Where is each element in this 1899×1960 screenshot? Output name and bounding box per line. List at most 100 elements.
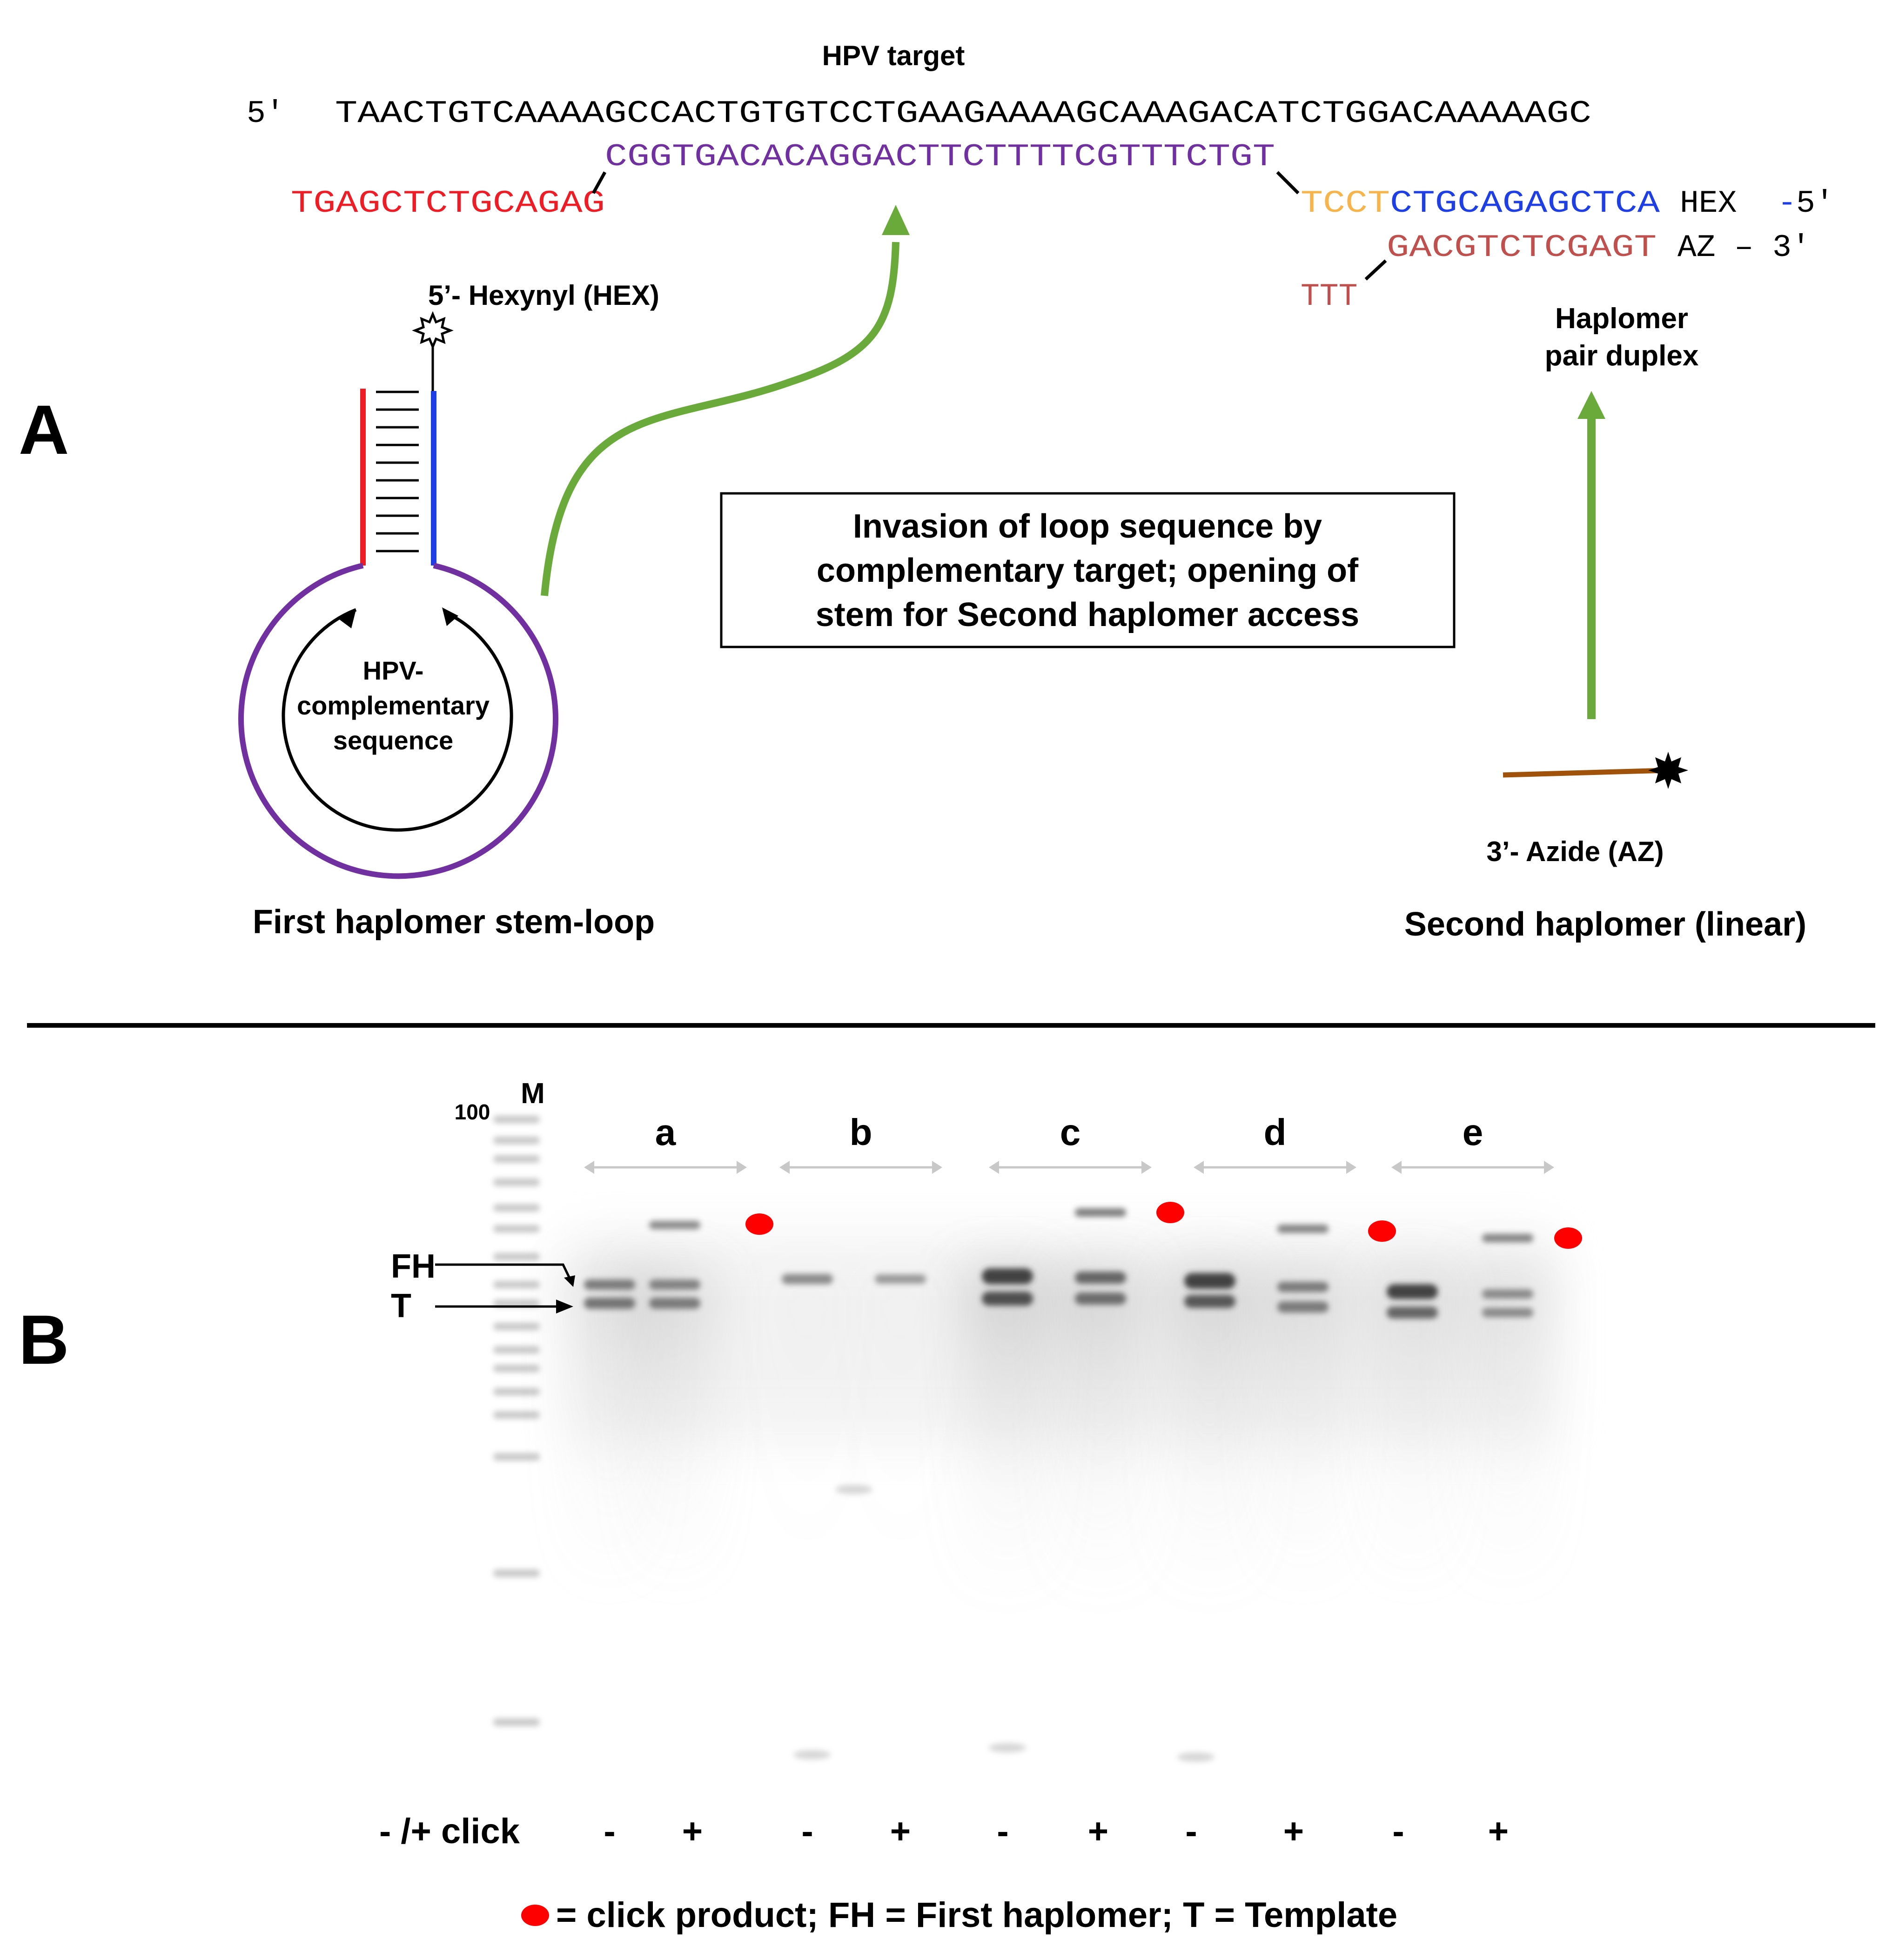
gel-band-5 [649, 1298, 700, 1309]
marker-band-17 [493, 1718, 540, 1726]
lane-group-label-d: d [1264, 1111, 1287, 1153]
hex-five-prime: 5′ [1796, 186, 1834, 222]
second-haplomer-sequence: GACGTCTCGAGT [1387, 230, 1657, 266]
gel-band-17 [1277, 1301, 1329, 1313]
gel-band-16 [1277, 1282, 1329, 1292]
click-row-label: - /+ click [379, 1812, 520, 1851]
fh-band-label: FH [391, 1248, 436, 1285]
loop-circle [238, 563, 558, 879]
gel-band-15 [1277, 1225, 1329, 1233]
legend-click-product-marker [521, 1905, 549, 1926]
loop-arrowhead-left-icon [339, 610, 356, 628]
lane-smear-6 [1056, 1266, 1145, 1601]
hpv-target-title: HPV target [822, 40, 965, 71]
gel-band-11 [1075, 1272, 1126, 1284]
lane-group-arrowhead-right-icon [932, 1161, 942, 1174]
loop-inner-arrow [282, 608, 513, 832]
duplex-arrowhead-icon [1577, 391, 1605, 419]
gel-band-21 [1482, 1289, 1533, 1299]
stem-base-pairs [376, 391, 419, 552]
azide-end-label: AZ – 3′ [1678, 230, 1811, 266]
t-band-label: T [391, 1287, 411, 1325]
gel-band-8 [982, 1268, 1033, 1284]
click-product-marker-2 [1156, 1202, 1184, 1223]
gel-band-13 [1184, 1273, 1235, 1289]
fh-pointer-arrowhead-icon [564, 1275, 575, 1287]
gel-band-20 [1482, 1234, 1533, 1242]
click-product-marker-4 [1554, 1227, 1582, 1249]
lane-group-label-a: a [655, 1111, 676, 1153]
gel-spot-1 [793, 1750, 831, 1759]
marker-band-15 [493, 1453, 540, 1461]
lane-group-arrowhead-left-icon [1194, 1161, 1204, 1174]
azide-label: 3’- Azide (AZ) [1486, 836, 1664, 867]
click-product-marker-1 [745, 1213, 773, 1235]
connector-right [1276, 171, 1300, 195]
lane-sign-2: + [682, 1812, 703, 1851]
marker-size-label: 100 [455, 1100, 490, 1124]
lane-sign-6: + [1088, 1812, 1108, 1851]
gel-band-22 [1482, 1308, 1533, 1317]
invasion-arrow [541, 242, 899, 596]
lane-smear-4 [856, 1266, 945, 1601]
lane-group-arrowhead-left-icon [584, 1161, 594, 1174]
marker-band-1 [493, 1116, 540, 1123]
lane-smear-10 [1463, 1266, 1552, 1601]
lane-sign-8: + [1283, 1812, 1304, 1851]
marker-band-4 [493, 1179, 540, 1186]
lane-group-arrowhead-right-icon [737, 1161, 747, 1174]
loop-complement-sequence: CGGTGACACAGGACTTCTTTTCGTTTCTGT [605, 139, 1275, 175]
panel-a-label: A [19, 391, 69, 469]
azide-icon [1648, 752, 1688, 789]
lane-group-arrowhead-left-icon [989, 1161, 999, 1174]
second-haplomer-caption: Second haplomer (linear) [1404, 906, 1806, 943]
legend-text: = click product; FH = First haplomer; T … [556, 1895, 1397, 1935]
marker-lane-label: M [521, 1078, 545, 1110]
marker-band-7 [493, 1253, 540, 1260]
lane-smear-2 [631, 1266, 719, 1601]
gel-band-6 [782, 1274, 833, 1284]
marker-band-10 [493, 1323, 540, 1330]
box-text-line2: complementary target; opening of [817, 552, 1359, 589]
gel-band-1 [584, 1280, 635, 1290]
loop-label-line1: HPV- [363, 656, 424, 685]
lane-sign-10: + [1488, 1812, 1509, 1851]
box-text-line1: Invasion of loop sequence by [853, 508, 1322, 545]
hex-label: HEX [1680, 186, 1737, 222]
marker-band-6 [493, 1225, 540, 1233]
box-text-line3: stem for Second haplomer access [816, 596, 1359, 633]
marker-band-3 [493, 1155, 540, 1163]
hexynyl-label: 5’- Hexynyl (HEX) [428, 280, 659, 311]
gel-image [493, 1116, 1582, 1762]
lane-group-arrowhead-right-icon [1141, 1161, 1152, 1174]
lane-group-arrowhead-left-icon [779, 1161, 790, 1174]
gel-spot-2 [989, 1743, 1026, 1752]
lane-sign-5: - [997, 1812, 1008, 1851]
lane-group-label-b: b [850, 1111, 872, 1153]
lane-signs: -+-+-+-+-+ [604, 1812, 1509, 1851]
lane-sign-4: + [890, 1812, 911, 1851]
loop-label-line2: complementary [297, 691, 490, 720]
gel-band-4 [649, 1280, 700, 1290]
lane-smear-3 [763, 1266, 852, 1601]
hexynyl-icon [412, 311, 454, 350]
gel-band-14 [1184, 1295, 1235, 1308]
lane-group-arrowhead-left-icon [1391, 1161, 1402, 1174]
hpv-target-sequence: TAACTGTCAAAAGCCACTGTGTCCTGAAGAAAAGCAAAGA… [335, 96, 1591, 132]
lane-group-label-c: c [1060, 1111, 1081, 1153]
lane-group-arrowhead-right-icon [1346, 1161, 1356, 1174]
marker-band-13 [493, 1388, 540, 1395]
gel-band-18 [1387, 1284, 1438, 1299]
blue-stem-sequence: CTGCAGAGCTCA [1390, 186, 1660, 222]
lane-smear-9 [1368, 1266, 1456, 1601]
red-stem-sequence: TGAGCTCTGCAGAG [291, 186, 605, 222]
marker-band-14 [493, 1411, 540, 1419]
lane-sign-9: - [1392, 1812, 1404, 1851]
panel-b-label: B [19, 1300, 69, 1379]
description-box [720, 492, 1456, 648]
invasion-arrowhead-icon [882, 205, 910, 235]
ttt-connector [1364, 259, 1387, 281]
gel-band-7 [875, 1274, 926, 1284]
